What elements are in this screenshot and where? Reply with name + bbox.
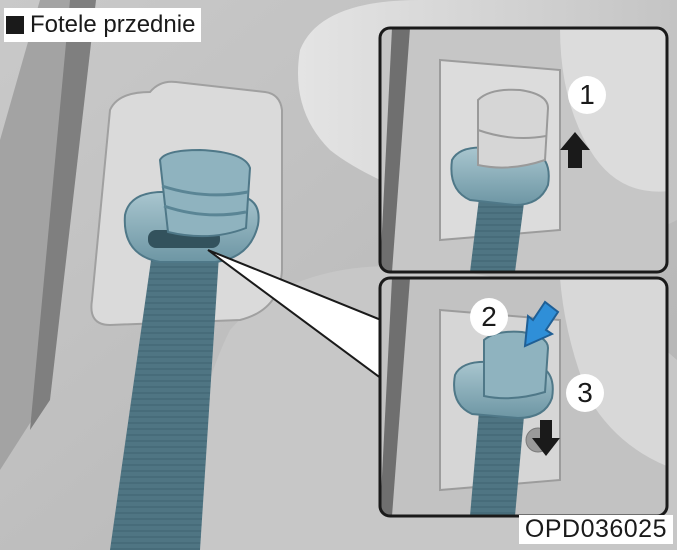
step-marker-1: 1 (568, 76, 606, 114)
seat-belt (110, 232, 220, 550)
section-title-text: Fotele przednie (30, 11, 196, 38)
bullet-square-icon (6, 16, 24, 34)
step-marker-2: 2 (470, 298, 508, 336)
section-title: Fotele przednie (4, 8, 202, 42)
press-arrow-icon (523, 300, 560, 348)
up-arrow-icon (560, 132, 590, 168)
inset-step-2-3 (380, 278, 667, 516)
step-marker-3: 3 (566, 374, 604, 412)
inset-step-1 (380, 28, 667, 272)
figure-code: OPD036025 (518, 515, 673, 544)
b-pillar-edge (0, 0, 78, 470)
down-arrow-icon (532, 420, 560, 456)
